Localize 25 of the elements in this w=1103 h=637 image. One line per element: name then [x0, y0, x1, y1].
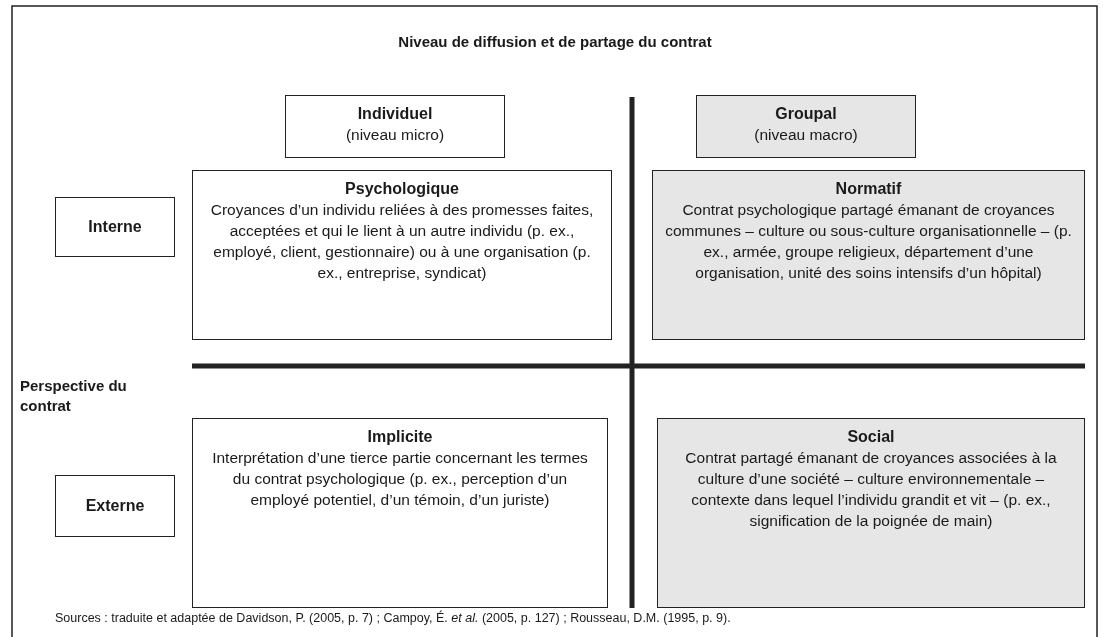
- box-heading: Externe: [85, 496, 145, 516]
- quadrant-box: [652, 170, 1085, 340]
- row-header-box: [55, 475, 175, 537]
- quadrant-box: [192, 418, 608, 608]
- column-header-box: [696, 95, 916, 158]
- box-heading: Individuel: [357, 104, 433, 124]
- title: Niveau de diffusion et de partage du contrat: [397, 33, 713, 50]
- box-description: Croyances d’un individu reliées à des promesses faites, acceptées et qui le lient à un autre individu (p. ex., employé, client, gestionnaire) ou à une organisation (p. ex., entreprise, syndicat): [209, 200, 595, 283]
- box-heading: Interne: [88, 217, 142, 237]
- box-description: Interprétation d’une tierce partie concernant les termes du contrat psychologique (p. ex., perception d’un employé potentiel, d’un témoin, d’un juriste): [211, 448, 589, 510]
- quadrant-box: [657, 418, 1085, 608]
- box-description: Contrat psychologique partagé émanant de croyances communes – culture ou sous-culture organisationnelle – (p. ex., armée, groupe religieux, département d’une organisation, unité des soins intensifs d’un hôpital): [664, 200, 1073, 283]
- axis-label: Perspective du contrat: [20, 376, 128, 416]
- box-heading: Normatif: [835, 179, 902, 199]
- box-heading: Psychologique: [345, 179, 459, 199]
- box-subtitle: (niveau macro): [754, 125, 858, 145]
- box-heading: Social: [847, 427, 895, 447]
- box-subtitle: (niveau micro): [345, 125, 445, 145]
- box-description: Contrat partagé émanant de croyances associées à la culture d’une société – culture environnementale – contexte dans lequel l’individu grandit et vit – (p. ex., signification de la poignée de main): [684, 448, 1058, 531]
- column-header-box: [285, 95, 505, 158]
- quadrant-box: [192, 170, 612, 340]
- source-note: Sources : traduite et adaptée de Davidson, P. (2005, p. 7) ; Campoy, É. et al. (2005, p. 127) ; Rousseau, D.M. (1995, p. 9).: [55, 611, 731, 625]
- box-heading: Groupal: [775, 104, 837, 124]
- row-header-box: [55, 197, 175, 257]
- box-heading: Implicite: [367, 427, 433, 447]
